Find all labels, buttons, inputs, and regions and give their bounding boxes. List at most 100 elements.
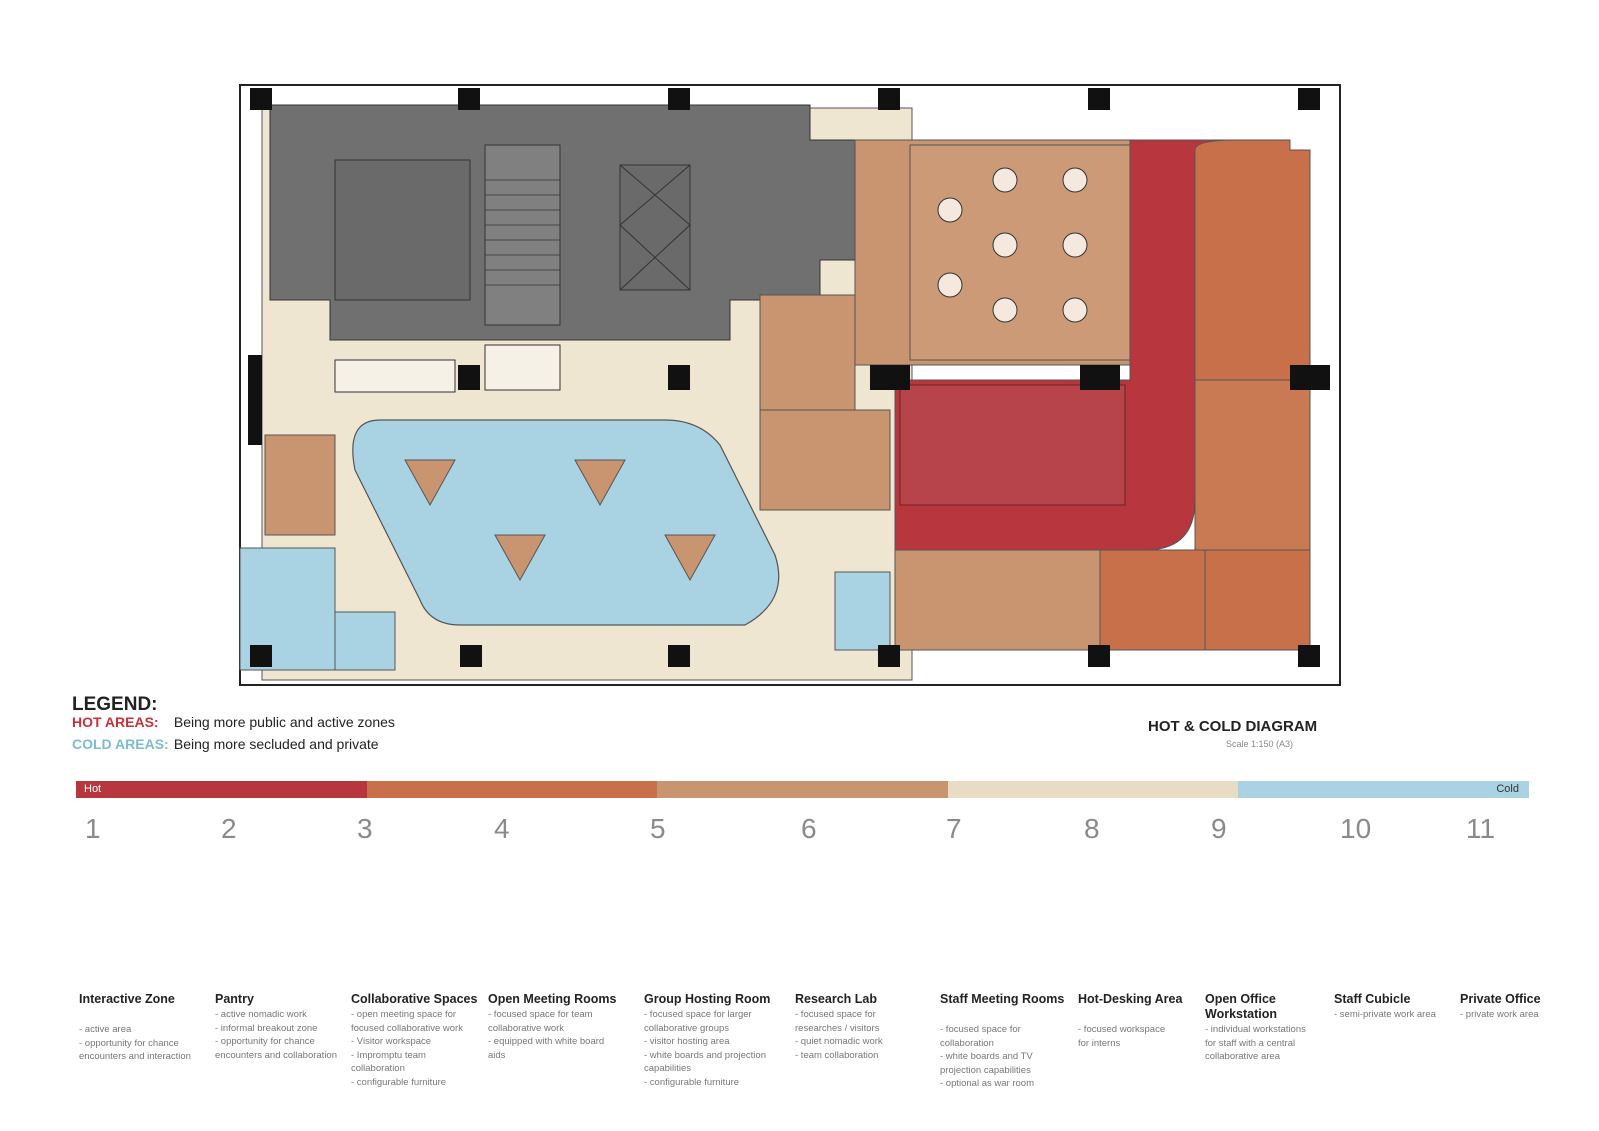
zone-description-line: for staff with a central [1205, 1037, 1296, 1049]
zone-title: Staff Cubicle [1334, 992, 1411, 1006]
zone-staff-meeting-left [759, 409, 891, 511]
zone-number: 7 [946, 813, 962, 844]
zone-description-line: - focused space for team [488, 1009, 593, 1020]
zone-description-line: - Visitor workspace [351, 1036, 432, 1047]
zone-description-line: - team collaboration [795, 1049, 879, 1061]
zone-description-line: - Impromptu team [351, 1049, 426, 1061]
legend-cold-text: Being more secluded and private [173, 736, 379, 752]
zone-description-line: - white boards and projection [644, 1049, 766, 1061]
scale-bar-segment: Cold [1238, 781, 1529, 798]
legend-hot-label: HOT AREAS: [72, 714, 159, 730]
zone-description-line: - opportunity for chance [79, 1037, 179, 1049]
legend-cold-row: COLD AREAS: Being more secluded and priv… [72, 736, 379, 752]
zone-description: - active area - opportunity for chance enc… [79, 1023, 191, 1064]
legend-hot-row: HOT AREAS: Being more public and active … [72, 714, 395, 730]
zone-description-line: - focused space for [940, 1024, 1021, 1035]
zone-description-line: - quiet nomadic work [795, 1036, 883, 1047]
zone-description: - private work area [1460, 1008, 1539, 1022]
zone-description: - open meeting space for focused collabor… [351, 1008, 463, 1089]
zone-description-line: - configurable furniture [644, 1076, 740, 1088]
zone-title: Research Lab [795, 992, 877, 1006]
zone-description-line: collaboration [351, 1063, 405, 1074]
zone-collab-space-1 [894, 549, 1101, 651]
zone-description-line: - focused space for [795, 1009, 876, 1020]
zone-open-office-pod [352, 419, 780, 626]
zone-title: Open Meeting Rooms [488, 992, 617, 1006]
zone-description-line: collaborative area [1205, 1051, 1280, 1062]
legend-hot-text: Being more public and active zones [173, 714, 395, 730]
zone-description-line: - semi-private work area [1334, 1009, 1436, 1020]
zone-description-line: - optional as war room [940, 1078, 1034, 1089]
zone-description-line: - active nomadic work [215, 1009, 307, 1020]
zone-description-line: focused collaborative work [351, 1022, 463, 1034]
zone-number: 2 [221, 813, 237, 844]
legend-title: LEGEND: [72, 694, 158, 715]
stair [484, 144, 561, 326]
zone-description: - individual workstations for staff with … [1205, 1023, 1306, 1064]
zone-number: 10 [1340, 813, 1372, 844]
diagram-scale: Scale 1:150 (A3) [1226, 739, 1294, 749]
floor-plan [239, 84, 1341, 686]
zone-number: 3 [357, 813, 373, 844]
zone-staff-cubicle [834, 571, 891, 651]
zone-research-lab [759, 294, 856, 411]
zone-description-line: - individual workstations [1205, 1024, 1306, 1035]
zone-description-line: - open meeting space for [351, 1009, 457, 1020]
zone-description-line: - equipped with white board [488, 1036, 605, 1047]
zone-number: 8 [1084, 813, 1100, 844]
zone-description-line: encounters and collaboration [215, 1049, 338, 1061]
zone-description: - focused space for larger collaborative … [644, 1008, 766, 1089]
zone-description-line: collaborative groups [644, 1022, 730, 1034]
zone-description-line: for interns [1078, 1037, 1121, 1049]
legend-cold-label: COLD AREAS: [72, 736, 169, 752]
zone-title: Group Hosting Room [644, 992, 771, 1006]
zone-number: 9 [1211, 813, 1227, 844]
zone-title: Collaborative Spaces [351, 992, 478, 1006]
zone-description-line: - white boards and TV [940, 1051, 1033, 1062]
zone-description: - focused space for researches / visitors… [795, 1008, 883, 1062]
zone-description-line: - informal breakout zone [215, 1022, 318, 1034]
zone-description-line: projection capabilities [940, 1064, 1031, 1076]
zone-open-meeting-left [264, 434, 336, 536]
zone-number: 5 [650, 813, 666, 844]
zone-description-line: capabilities [644, 1063, 691, 1074]
diagram-title: HOT & COLD DIAGRAM [1148, 718, 1318, 735]
zone-description-line: researches / visitors [795, 1022, 880, 1034]
zone-description-line: collaboration [940, 1037, 994, 1049]
zone-description-line: aids [488, 1049, 506, 1061]
zone-title: Pantry [215, 992, 254, 1006]
zone-number: 11 [1466, 813, 1496, 844]
zone-private-office-2 [334, 611, 396, 671]
scale-bar-hot-label: Hot [84, 783, 102, 795]
scale-bar-segment [366, 781, 658, 798]
zone-description: - focused space for collaboration - white … [940, 1023, 1034, 1091]
zone-number: 6 [801, 813, 817, 844]
scale-bar-segment [657, 781, 948, 798]
zone-description-line: encounters and interaction [79, 1051, 191, 1062]
zone-title: Hot-Desking Area [1078, 992, 1183, 1006]
zone-description-line: - private work area [1460, 1009, 1539, 1020]
zone-number: 4 [494, 813, 510, 844]
zone-title: Private Office [1460, 992, 1541, 1006]
scale-bar-segment: Hot [76, 781, 367, 798]
zone-description: - focused space for team collaborative wo… [488, 1008, 604, 1062]
zone-description-line: - focused space for larger [644, 1009, 752, 1020]
zone-number: 1 [85, 813, 101, 844]
zone-description-line: - active area [79, 1024, 132, 1035]
zone-title: Open Office Workstation [1205, 992, 1277, 1021]
zone-description-line: - visitor hosting area [644, 1036, 730, 1047]
zone-title: Staff Meeting Rooms [940, 992, 1065, 1006]
zone-collab-space-3 [1204, 549, 1311, 651]
zone-description: - active nomadic work - informal breakout… [215, 1008, 337, 1062]
scale-bar-segment [947, 781, 1239, 798]
scale-bar-cold-label: Cold [1496, 783, 1519, 795]
zone-description-line: - focused workspace [1078, 1024, 1166, 1035]
zone-description-line: - opportunity for chance [215, 1036, 315, 1047]
zone-description-line: collaborative work [488, 1022, 565, 1034]
zone-description-line: - configurable furniture [351, 1076, 447, 1088]
zone-description: - focused workspace for interns [1078, 1023, 1165, 1050]
zone-title: Interactive Zone [79, 992, 175, 1006]
zone-description: - semi-private work area [1334, 1008, 1436, 1022]
zone-collab-space-2 [1099, 549, 1206, 651]
hot-cold-scale-bar: Hot Cold [76, 781, 1529, 798]
